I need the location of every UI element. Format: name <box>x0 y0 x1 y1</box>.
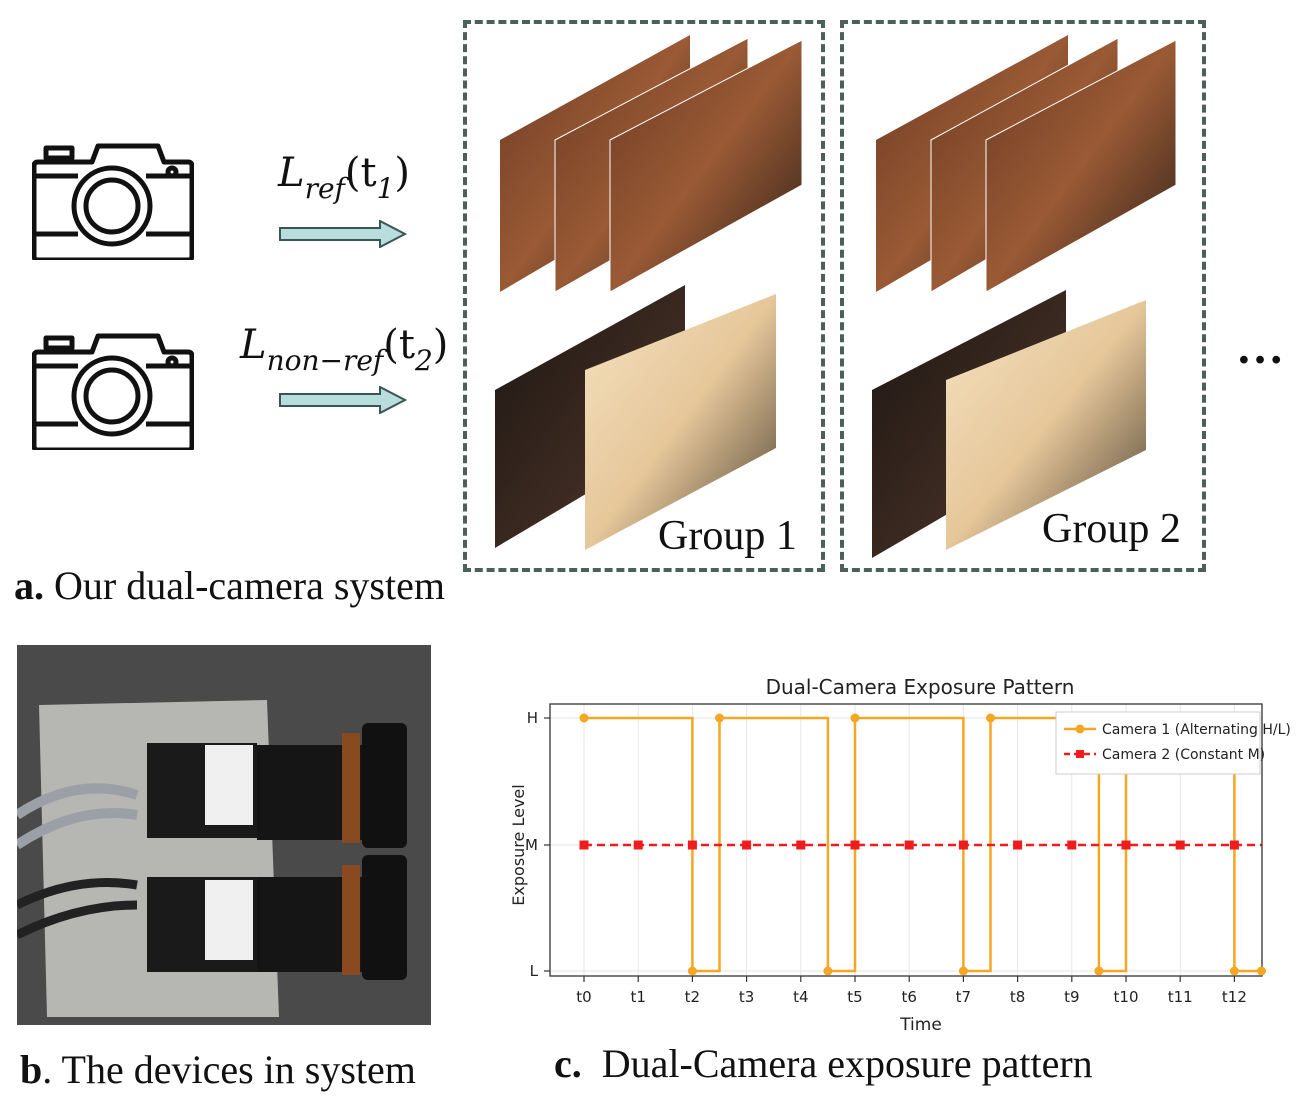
x-tick-label: t11 <box>1168 988 1193 1006</box>
exposure-chart: Dual-Camera Exposure Pattern t0 t1 t2 t3 t4 t… <box>509 675 1291 1035</box>
legend-camera1: Camera 1 (Alternating H/L) <box>1102 722 1291 738</box>
camera2-point <box>1175 840 1185 850</box>
y-tick-label: M <box>525 836 538 854</box>
legend-camera2: Camera 2 (Constant M) <box>1102 747 1265 763</box>
plot-frame <box>549 703 1263 977</box>
camera1-point <box>579 713 589 723</box>
nonref-exposure-label: Lnon−ref(t2) <box>240 322 449 377</box>
camera1-point <box>1257 966 1266 976</box>
camera2-point <box>633 840 643 850</box>
x-tick-label: t7 <box>956 988 971 1006</box>
x-tick-label: t9 <box>1064 988 1079 1006</box>
camera2-point <box>1067 840 1077 850</box>
camera1-point <box>1229 966 1239 976</box>
y-tick-label: H <box>527 709 538 727</box>
x-tick-label: t12 <box>1222 988 1247 1006</box>
legend-marker-camera2 <box>1076 750 1084 758</box>
camera1-point <box>850 713 860 723</box>
y-axis-label: Exposure Level <box>509 784 528 905</box>
x-tick-label: t0 <box>576 988 591 1006</box>
chart-legend: Camera 1 (Alternating H/L) Camera 2 (Con… <box>1055 711 1291 775</box>
camera2-point <box>958 840 968 850</box>
caption-b: b. The devices in system <box>20 1047 416 1092</box>
x-tick-label: t1 <box>630 988 645 1006</box>
camera2-point <box>850 840 860 850</box>
group-2-label: Group 2 <box>1042 506 1181 552</box>
nonref-arrow-icon <box>279 386 408 414</box>
camera1-point <box>823 966 833 976</box>
camera2-point <box>687 840 697 850</box>
x-tick-label: t10 <box>1114 988 1139 1006</box>
camera1-point <box>958 966 968 976</box>
camera-icon-nonref <box>32 333 194 450</box>
legend-marker-camera1 <box>1075 724 1085 734</box>
x-tick-label: t5 <box>847 988 862 1006</box>
caption-c: c. Dual-Camera exposure pattern <box>554 1041 1093 1086</box>
group-2-image-stack <box>872 35 1177 558</box>
chart-title: Dual-Camera Exposure Pattern <box>766 675 1075 699</box>
camera2-point <box>1013 840 1023 850</box>
x-tick-label: t2 <box>685 988 700 1006</box>
more-groups-ellipsis: … <box>1236 321 1286 374</box>
caption-a: a. Our dual-camera system <box>14 563 445 608</box>
y-tick-label: L <box>530 962 539 980</box>
camera1-point <box>687 966 697 976</box>
camera-icon-ref <box>32 143 194 260</box>
camera2-point <box>904 840 914 850</box>
camera2-point <box>1229 840 1239 850</box>
group-2-box <box>840 20 1206 572</box>
camera2-point <box>1121 840 1131 850</box>
x-tick-label: t4 <box>793 988 808 1006</box>
device-photo <box>17 645 431 1025</box>
ref-exposure-label: Lref(t1) <box>278 150 411 205</box>
x-tick-label: t8 <box>1010 988 1025 1006</box>
x-tick-label: t6 <box>901 988 916 1006</box>
x-tick-label: t3 <box>739 988 754 1006</box>
group-1-box <box>463 20 825 572</box>
ref-arrow-icon <box>279 220 408 248</box>
camera1-point <box>1094 966 1104 976</box>
group-1-label: Group 1 <box>658 513 797 559</box>
group-1-image-stack <box>495 35 803 550</box>
camera2-point <box>742 840 752 850</box>
camera1-point <box>986 713 995 723</box>
camera2-point <box>796 840 806 850</box>
x-axis-label: Time <box>899 1015 942 1035</box>
camera1-point <box>715 713 724 723</box>
camera2-point <box>579 840 589 850</box>
